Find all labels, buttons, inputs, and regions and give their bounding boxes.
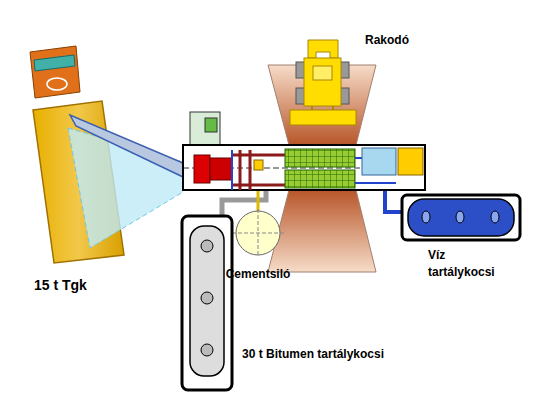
silo-node: Cementsiló [216,208,302,290]
part-label: Cementsiló [216,266,300,283]
loader-node: Rakodó [295,30,415,130]
water-tank [402,195,520,240]
bitumen-tank-node: 30 t Bitumen tartálykocsi [180,213,386,393]
part-label: 15 t Tgk [34,276,87,296]
hopper-lower [268,190,376,272]
part-label: Víz tartálykocsi [428,247,512,281]
conveyor-belt [70,115,183,177]
truck-node: 15 t Tgk [26,42,136,304]
part-label: 30 t Bitumen tartálykocsi [242,346,384,363]
mixing-plant [183,112,425,190]
part-label: Rakodó [365,32,409,49]
water-tank-node: Víz tartálykocsi [400,192,525,294]
loader-symbol [290,40,356,125]
bitumen-tank [182,216,232,390]
cement-silo [232,209,284,257]
